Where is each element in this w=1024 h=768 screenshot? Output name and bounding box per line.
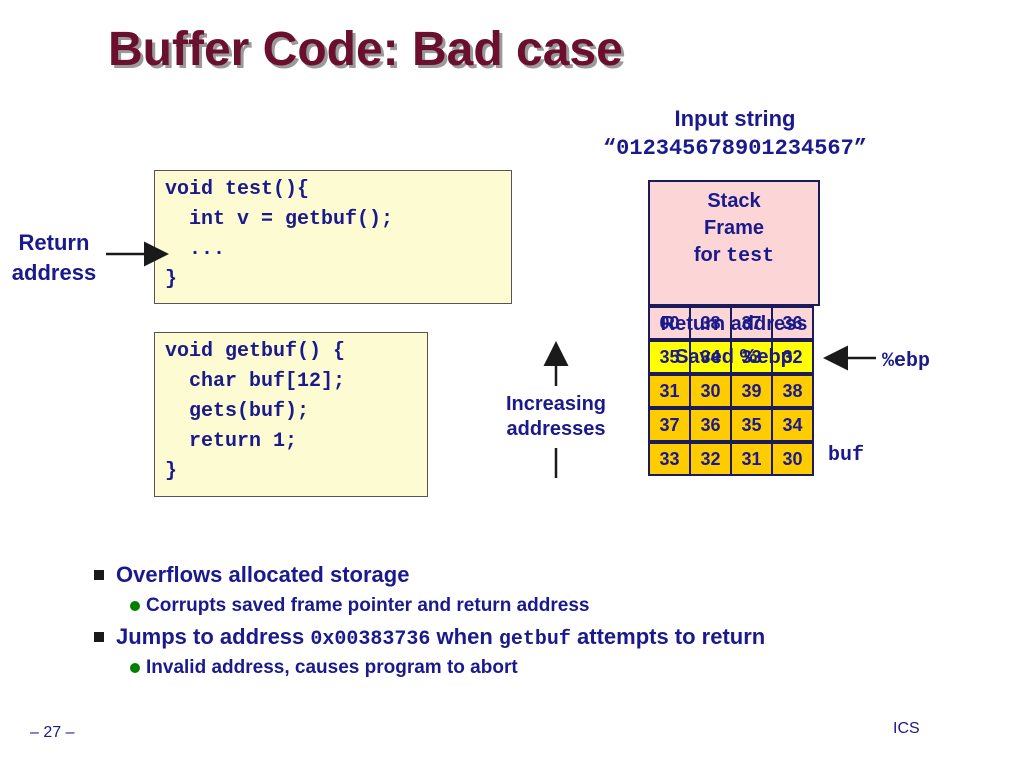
- course-label: ICS: [893, 720, 920, 737]
- stack-cell: 32: [771, 340, 814, 374]
- dot-bullet-icon: [130, 663, 140, 673]
- code-line: void getbuf() {: [165, 340, 346, 363]
- code-line: char buf[12];: [165, 370, 346, 393]
- stack-frame-line: Stack: [707, 190, 761, 212]
- sub-bullet-text: Invalid address, causes program to abort: [146, 657, 518, 678]
- saved-ebp-overlay: Saved %ebp: [675, 346, 793, 368]
- stack-cell: 00: [648, 306, 691, 340]
- return-address-label: Return address: [2, 228, 106, 288]
- stack-cell: 30: [689, 374, 732, 408]
- return-address-overlay: Return address: [660, 313, 808, 335]
- stack-frame-fn: test: [726, 245, 775, 268]
- stack-frame-test: Stack Frame for test: [648, 180, 820, 306]
- stack-cell: 38: [689, 306, 732, 340]
- stack-row-saved-ebp: 35 34 33 32: [648, 340, 820, 374]
- stack-cell: 35: [648, 340, 691, 374]
- code-line: ...: [165, 238, 226, 261]
- bullet-list: Overflows allocated storage Corrupts sav…: [90, 560, 990, 684]
- bullet-text-mid: when: [430, 624, 499, 649]
- stack-cell: 32: [689, 442, 732, 476]
- bullet-address: 0x00383736: [310, 628, 431, 651]
- sub-bullet-text: Corrupts saved frame pointer and return …: [146, 595, 590, 616]
- increasing-line: Increasing: [505, 393, 607, 415]
- stack-cell: 39: [730, 374, 773, 408]
- dot-bullet-icon: [130, 601, 140, 611]
- bullet-item: Overflows allocated storage: [90, 560, 990, 592]
- square-bullet-icon: [94, 632, 104, 642]
- slide-title: Buffer Code: Bad case: [108, 23, 623, 76]
- stack-cell: 31: [648, 374, 691, 408]
- increasing-line: addresses: [506, 418, 606, 440]
- stack-cell: 30: [771, 442, 814, 476]
- bullet-text-pre: Jumps to address: [116, 624, 311, 649]
- stack-cell: 35: [730, 408, 773, 442]
- increasing-addresses-label: Increasing addresses: [488, 392, 624, 442]
- return-label-line: address: [11, 260, 97, 285]
- buf-label: buf: [828, 444, 865, 467]
- stack-cell: 34: [771, 408, 814, 442]
- input-string-value: “012345678901234567”: [602, 136, 868, 161]
- stack-cell: 36: [689, 408, 732, 442]
- page-number: – 27 –: [30, 724, 75, 741]
- square-bullet-icon: [94, 570, 104, 580]
- code-line: }: [165, 268, 178, 291]
- stack-row-buf: 37 36 35 34: [648, 408, 820, 442]
- code-line: gets(buf);: [165, 400, 310, 423]
- bullet-item: Jumps to address 0x00383736 when getbuf …: [90, 622, 990, 654]
- code-line: int v = getbuf();: [165, 208, 394, 231]
- bullet-text: Overflows allocated storage: [116, 562, 410, 587]
- stack-frame-for-text: for: [693, 244, 727, 266]
- return-label-line: Return: [18, 230, 90, 255]
- bullet-text-post: attempts to return: [570, 624, 766, 649]
- stack-cell: 31: [730, 442, 773, 476]
- stack-cell: 38: [771, 374, 814, 408]
- stack-cell: 36: [771, 306, 814, 340]
- stack-cell: 37: [730, 306, 773, 340]
- ebp-register-label: %ebp: [882, 350, 931, 373]
- sub-bullet-item: Corrupts saved frame pointer and return …: [90, 592, 990, 622]
- stack-row-buf: 31 30 39 38: [648, 374, 820, 408]
- stack-frame-line: Frame: [703, 217, 765, 239]
- stack-cell: 37: [648, 408, 691, 442]
- code-test-box: void test(){ int v = getbuf(); ... }: [154, 170, 512, 304]
- code-line: void test(){: [165, 178, 310, 201]
- stack-frame-for: for test: [650, 242, 818, 270]
- bullet-function: getbuf: [498, 628, 571, 651]
- code-getbuf-box: void getbuf() { char buf[12]; gets(buf);…: [154, 332, 428, 497]
- code-line: return 1;: [165, 430, 298, 453]
- code-line: }: [165, 460, 178, 483]
- stack-cell: 33: [730, 340, 773, 374]
- stack-row-return: 00 38 37 36: [648, 306, 820, 340]
- stack-cell: 33: [648, 442, 691, 476]
- sub-bullet-item: Invalid address, causes program to abort: [90, 654, 990, 684]
- input-string-label: Input string: [674, 106, 796, 131]
- stack-row-buf: 33 32 31 30: [648, 442, 820, 476]
